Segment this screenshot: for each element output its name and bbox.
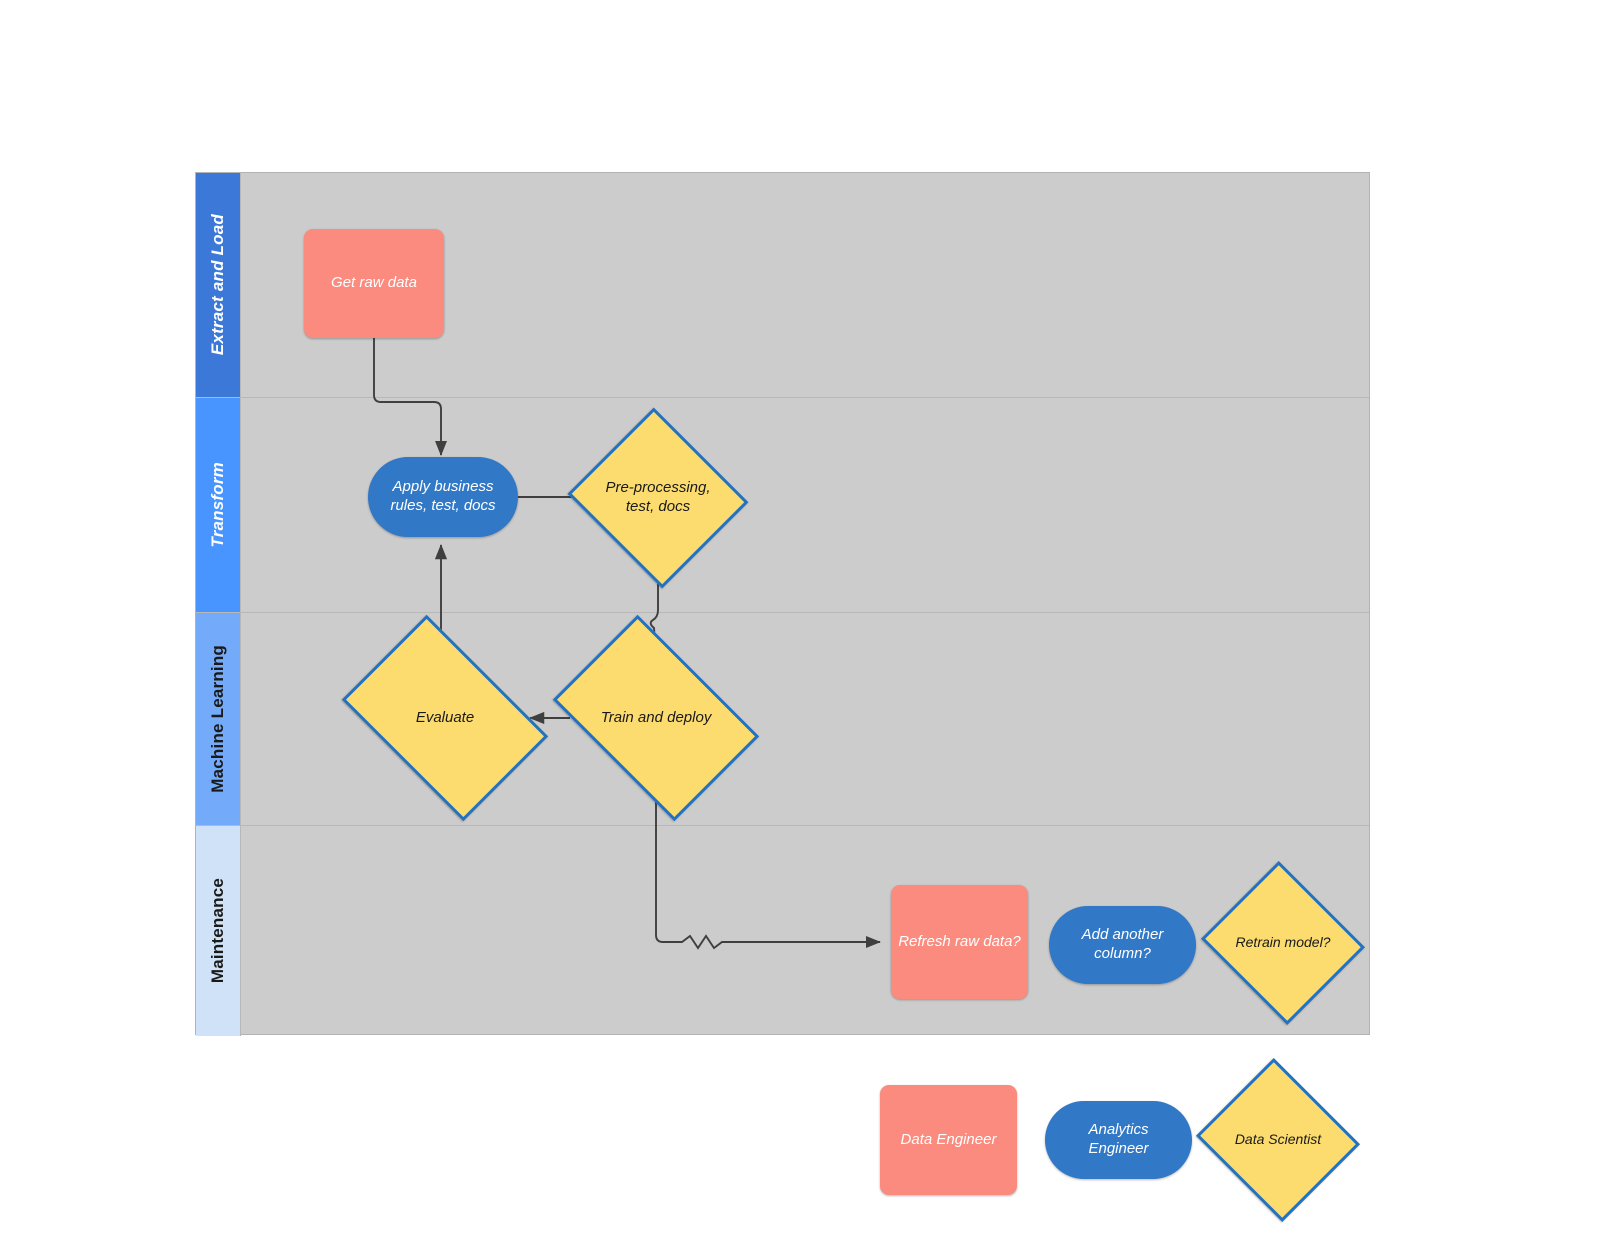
lane-transform[interactable]: Transform xyxy=(196,398,1369,613)
legend: Data Engineer Analytics Engineer Data Sc… xyxy=(880,1057,1370,1223)
node-label-retrain-model: Retrain model? xyxy=(1235,934,1331,951)
node-pre-processing[interactable]: Pre-processing, test, docs xyxy=(567,407,749,589)
node-apply-business-rules[interactable]: Apply business rules, test, docs xyxy=(368,457,518,537)
node-evaluate[interactable]: Evaluate xyxy=(341,614,549,822)
legend-item-data-scientist[interactable]: Data Scientist xyxy=(1195,1057,1361,1223)
node-label-pre-processing: Pre-processing, test, docs xyxy=(605,479,711,515)
node-add-another-column[interactable]: Add another column? xyxy=(1049,906,1196,984)
legend-label-data-scientist: Data Scientist xyxy=(1234,1131,1322,1148)
node-train-and-deploy[interactable]: Train and deploy xyxy=(552,614,760,822)
lane-maintenance[interactable]: Maintenance xyxy=(196,826,1369,1036)
lane-label-maintenance: Maintenance xyxy=(208,878,227,984)
lane-label-extract-and-load: Extract and Load xyxy=(208,214,227,356)
lane-header-extract-and-load[interactable]: Extract and Load xyxy=(196,173,241,397)
node-retrain-model[interactable]: Retrain model? xyxy=(1200,860,1366,1026)
node-label-refresh-raw-data: Refresh raw data? xyxy=(898,932,1021,950)
node-label-apply-business-rules: Apply business rules, test, docs xyxy=(390,478,496,514)
lane-body-maintenance xyxy=(241,826,1369,1036)
lane-header-transform[interactable]: Transform xyxy=(196,398,241,612)
node-label-train-and-deploy: Train and deploy xyxy=(600,708,712,726)
legend-label-data-engineer: Data Engineer xyxy=(900,1130,997,1148)
node-get-raw-data[interactable]: Get raw data xyxy=(304,229,444,338)
node-label-evaluate: Evaluate xyxy=(415,708,475,726)
lane-label-transform: Transform xyxy=(208,462,227,548)
lane-label-machine-learning: Machine Learning xyxy=(208,645,227,793)
node-label-get-raw-data: Get raw data xyxy=(331,274,417,292)
node-refresh-raw-data[interactable]: Refresh raw data? xyxy=(891,885,1028,999)
legend-item-data-engineer[interactable]: Data Engineer xyxy=(880,1085,1017,1195)
lane-header-maintenance[interactable]: Maintenance xyxy=(196,826,241,1036)
lane-header-machine-learning[interactable]: Machine Learning xyxy=(196,613,241,825)
legend-item-analytics-engineer[interactable]: Analytics Engineer xyxy=(1045,1101,1192,1179)
legend-label-analytics-engineer: Analytics Engineer xyxy=(1088,1121,1149,1157)
lane-extract-and-load[interactable]: Extract and Load xyxy=(196,173,1369,398)
node-label-add-another-column: Add another column? xyxy=(1081,926,1164,962)
